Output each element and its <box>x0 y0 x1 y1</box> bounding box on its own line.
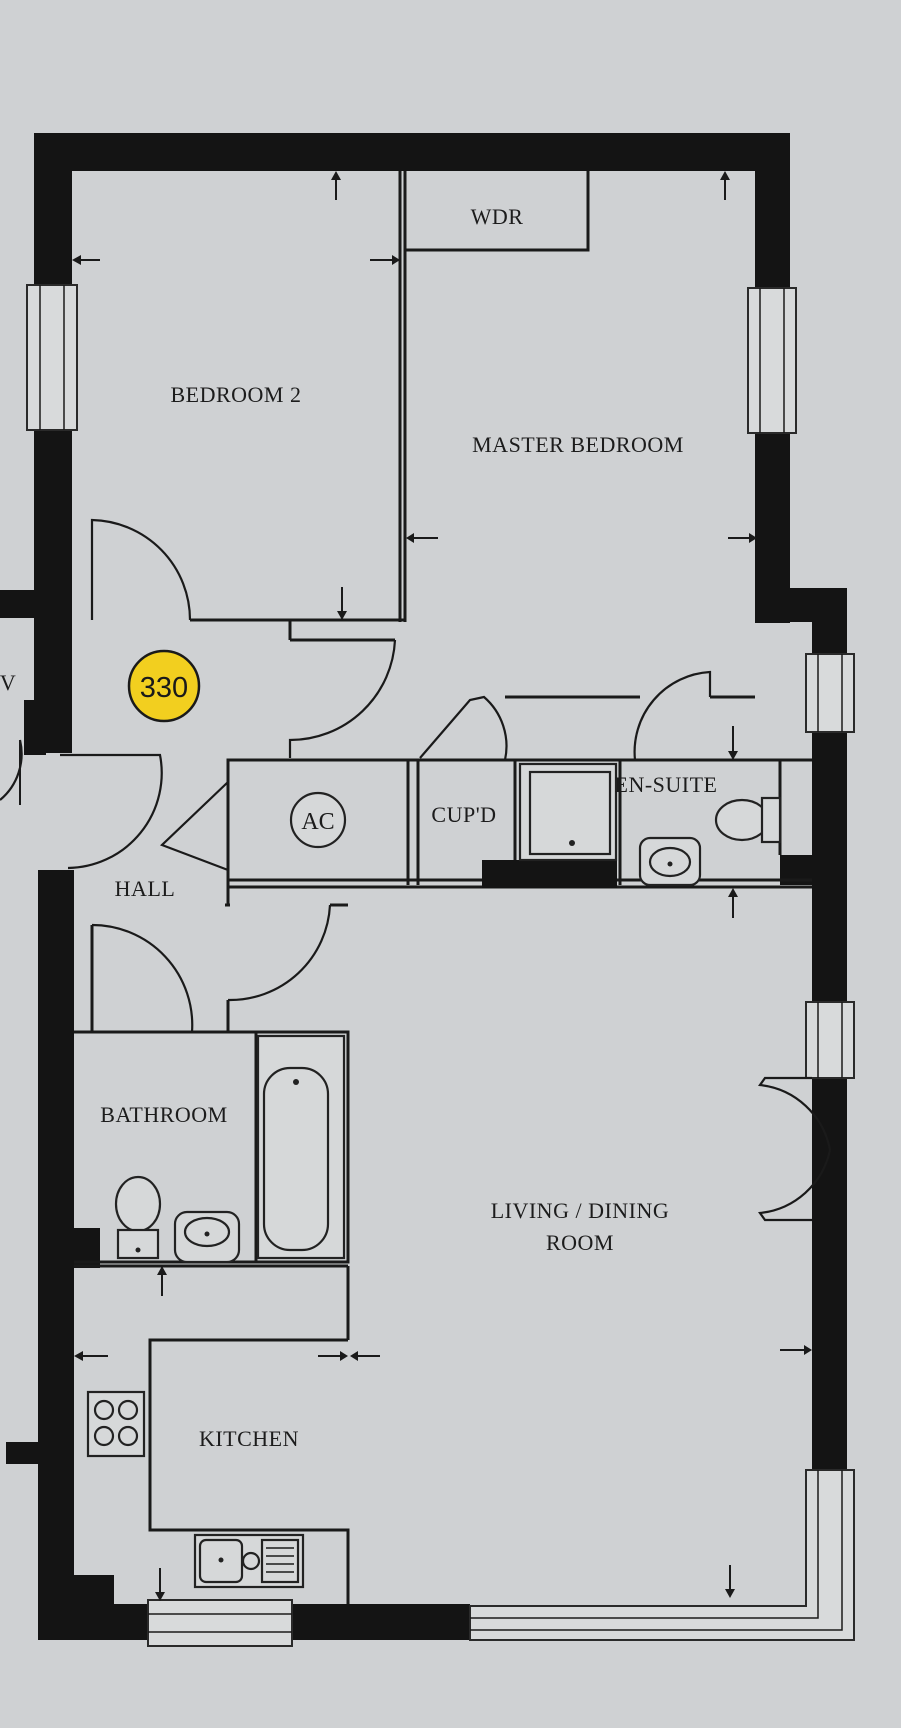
label-cupboard: CUP'D <box>431 802 496 827</box>
arrow-8 <box>728 726 738 760</box>
kitchen-hob <box>86 1390 146 1458</box>
arrow-16 <box>725 1565 735 1598</box>
label-master-bedroom: MASTER BEDROOM <box>472 432 684 457</box>
arrow-6 <box>728 533 757 543</box>
arrow-4 <box>370 255 400 265</box>
arrow-13 <box>350 1351 380 1361</box>
plot-number: 330 <box>140 672 188 704</box>
label-kitchen: KITCHEN <box>199 1426 299 1451</box>
window-living-corner <box>469 1469 855 1641</box>
label-neighbour-fragment: V <box>0 670 16 695</box>
label-wardrobe: WDR <box>471 204 524 229</box>
window-living-upper <box>805 1001 855 1079</box>
ac-label: AC <box>301 809 334 835</box>
doors <box>0 518 832 1222</box>
label-bedroom-2: BEDROOM 2 <box>170 382 301 407</box>
dimension-arrows <box>72 171 812 1601</box>
kitchen-sink <box>193 1533 305 1589</box>
ensuite-toilet <box>714 796 782 844</box>
arrow-11 <box>74 1351 108 1361</box>
shower-tray <box>518 762 618 862</box>
window-master-bedroom <box>747 287 797 434</box>
window-ensuite <box>805 653 855 733</box>
label-bathroom: BATHROOM <box>100 1102 227 1127</box>
arrow-15 <box>155 1568 165 1601</box>
arrow-10 <box>157 1266 167 1296</box>
arrow-12 <box>318 1351 348 1361</box>
bathroom-basin <box>173 1210 241 1264</box>
room-labels: BEDROOM 2 MASTER BEDROOM WDR HALL CUP'D … <box>0 204 717 1451</box>
arrow-9 <box>728 888 738 918</box>
window-kitchen <box>147 1599 293 1647</box>
label-living-dining: LIVING / DINING <box>491 1198 670 1223</box>
windows <box>26 284 855 1647</box>
arrow-14 <box>780 1345 812 1355</box>
exterior-walls <box>0 133 847 1640</box>
label-ensuite: EN-SUITE <box>615 772 718 797</box>
bathroom-toilet <box>114 1175 162 1260</box>
fixtures: AC <box>86 762 782 1589</box>
label-living-room: ROOM <box>546 1230 614 1255</box>
window-bedroom2 <box>26 284 78 431</box>
plot-number-badge: 330 <box>127 649 201 723</box>
arrow-5 <box>406 533 438 543</box>
ensuite-basin <box>638 836 702 887</box>
plot-badge-circle <box>127 649 201 723</box>
airing-cupboard: AC <box>289 791 347 849</box>
label-hall: HALL <box>115 876 176 901</box>
arrow-2 <box>720 171 730 200</box>
arrow-3 <box>72 255 100 265</box>
arrow-1 <box>331 171 341 200</box>
arrow-7 <box>337 587 347 620</box>
